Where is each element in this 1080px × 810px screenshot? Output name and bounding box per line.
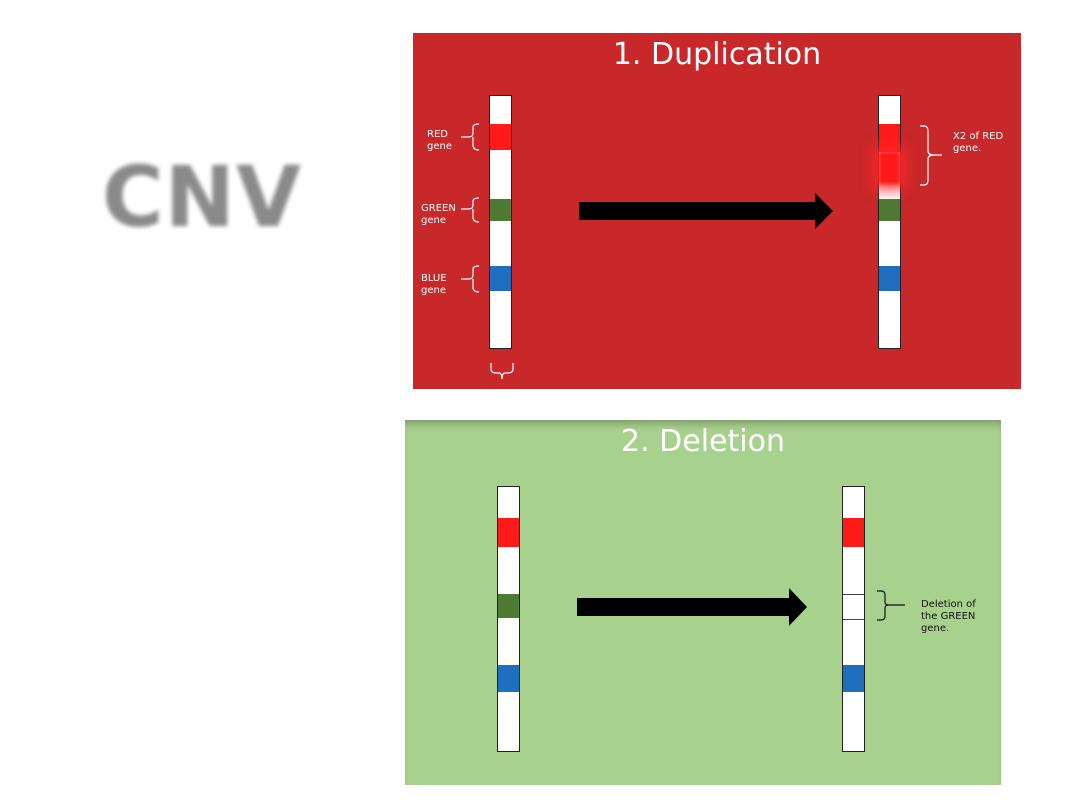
red-gene-band [490, 124, 511, 150]
blue-gene-band [843, 665, 864, 692]
green-gene-band [498, 594, 519, 618]
duplicated-red-gene-band [879, 152, 900, 184]
deletion-label: Deletion of the GREEN gene. [921, 599, 976, 634]
duplication-panel: 1. Duplication RED gene GREEN gene BLUE … [413, 33, 1021, 389]
page-title: CNV [102, 148, 302, 246]
blue-gene-label: BLUE gene [421, 273, 447, 296]
deletion-arrow [577, 588, 807, 626]
red-gene-band [843, 518, 864, 547]
duplicated-chromosome [878, 95, 901, 349]
original-chromosome [497, 486, 520, 752]
green-gene-brace [461, 197, 480, 223]
red-gene-band [879, 124, 900, 152]
green-gene-band [879, 199, 900, 221]
deleted-region [843, 594, 864, 620]
x2-red-gene-label: X2 of RED gene. [953, 131, 1004, 154]
blue-gene-band [490, 266, 511, 291]
blue-gene-band [879, 266, 900, 291]
x2-brace [920, 125, 942, 186]
duplication-title: 1. Duplication [612, 37, 822, 72]
blue-gene-band [498, 665, 519, 692]
red-gene-label: RED gene [427, 129, 452, 152]
green-gene-band [490, 199, 511, 221]
centromere-brace [490, 363, 514, 380]
deletion-title: 2. Deletion [621, 424, 785, 459]
original-chromosome [489, 95, 512, 349]
green-gene-label: GREEN gene [421, 203, 456, 226]
deletion-brace [877, 590, 905, 621]
deletion-panel: 2. Deletion Deletion of the GREEN gene. [405, 420, 1001, 785]
duplication-arrow [579, 193, 833, 229]
blue-gene-brace [461, 265, 480, 293]
deleted-chromosome [842, 486, 865, 752]
red-gene-band [498, 518, 519, 547]
red-gene-brace [461, 123, 480, 151]
